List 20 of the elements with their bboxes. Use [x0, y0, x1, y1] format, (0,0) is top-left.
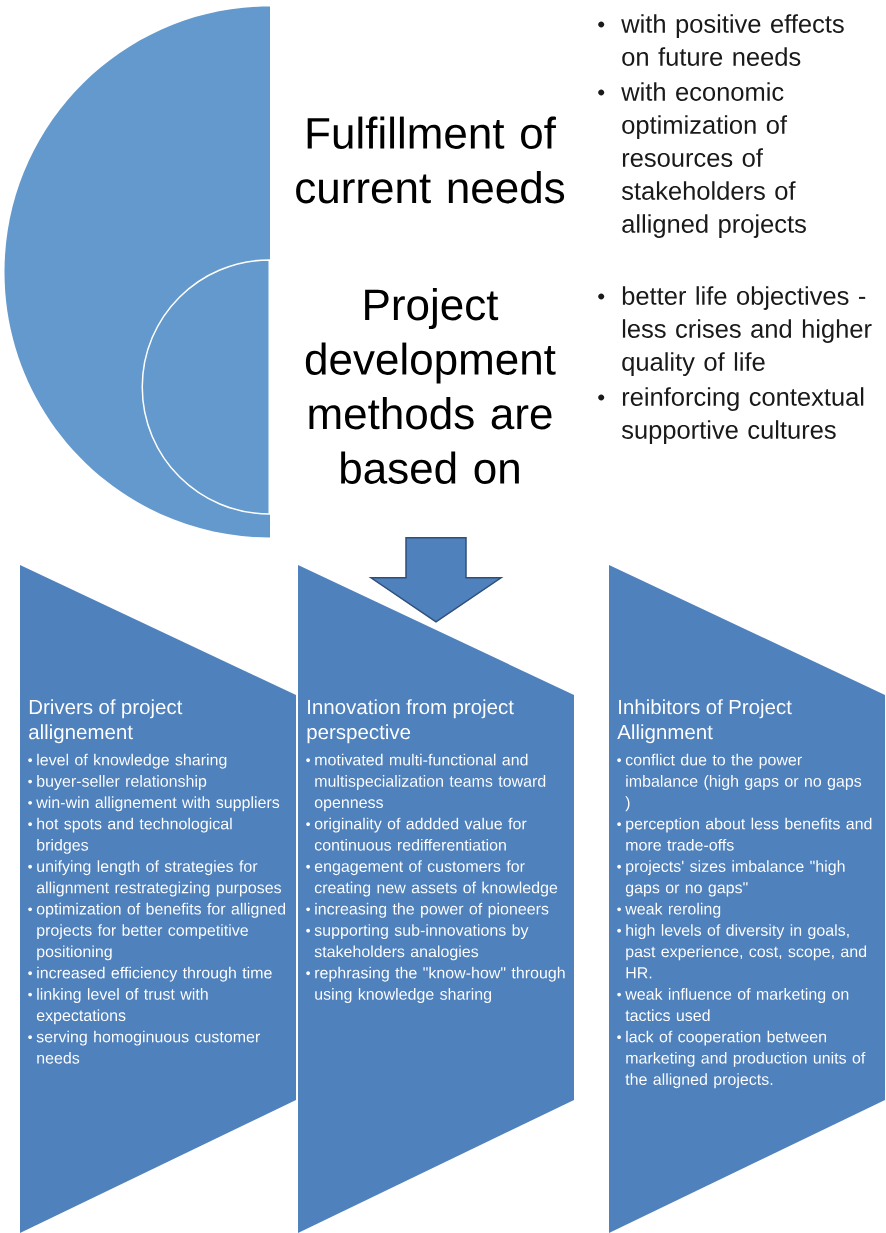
bullet-item: rephrasing the "know-how" through using knowledge sharing [306, 966, 565, 1003]
bullet-item: lack of cooperation between marketing and production units of the alligned projects. [617, 1030, 866, 1089]
bullet-item: win-win allignement with suppliers [28, 796, 280, 812]
bullet-item: buyer-seller relationship [28, 775, 207, 790]
panel-heading: Innovation from project perspective [307, 699, 514, 744]
bullet-item: increased efficiency through time [28, 966, 272, 982]
bullet-item: conflict due to the power imbalance (high gaps or no gaps ) [617, 753, 862, 812]
heading: Project development methods are based on [305, 288, 556, 484]
bullet-item: projects' sizes imbalance "high gaps or no gaps" [617, 860, 845, 897]
block-arrow [368, 536, 504, 623]
bullet-item: weak reroling [617, 902, 721, 918]
panel-heading: Inhibitors of Project Allignment [617, 699, 792, 744]
panel-heading: Drivers of project allignement [29, 699, 183, 744]
bullet-item: level of knowledge sharing [28, 753, 227, 769]
bullet-item: reinforcing contextual supportive cultures [598, 387, 864, 444]
heading: Fulfillment of current needs [296, 116, 565, 204]
bullet-item: increasing the power of pioneers [306, 902, 549, 918]
bullet-item: with economic optimization of resources of stakeholders of alligned projects [598, 82, 806, 238]
bullet-item: high levels of diversity in goals, past experience, cost, scope, and HR. [617, 924, 867, 979]
bullet-item: serving homoginuous customer needs [28, 1030, 260, 1064]
